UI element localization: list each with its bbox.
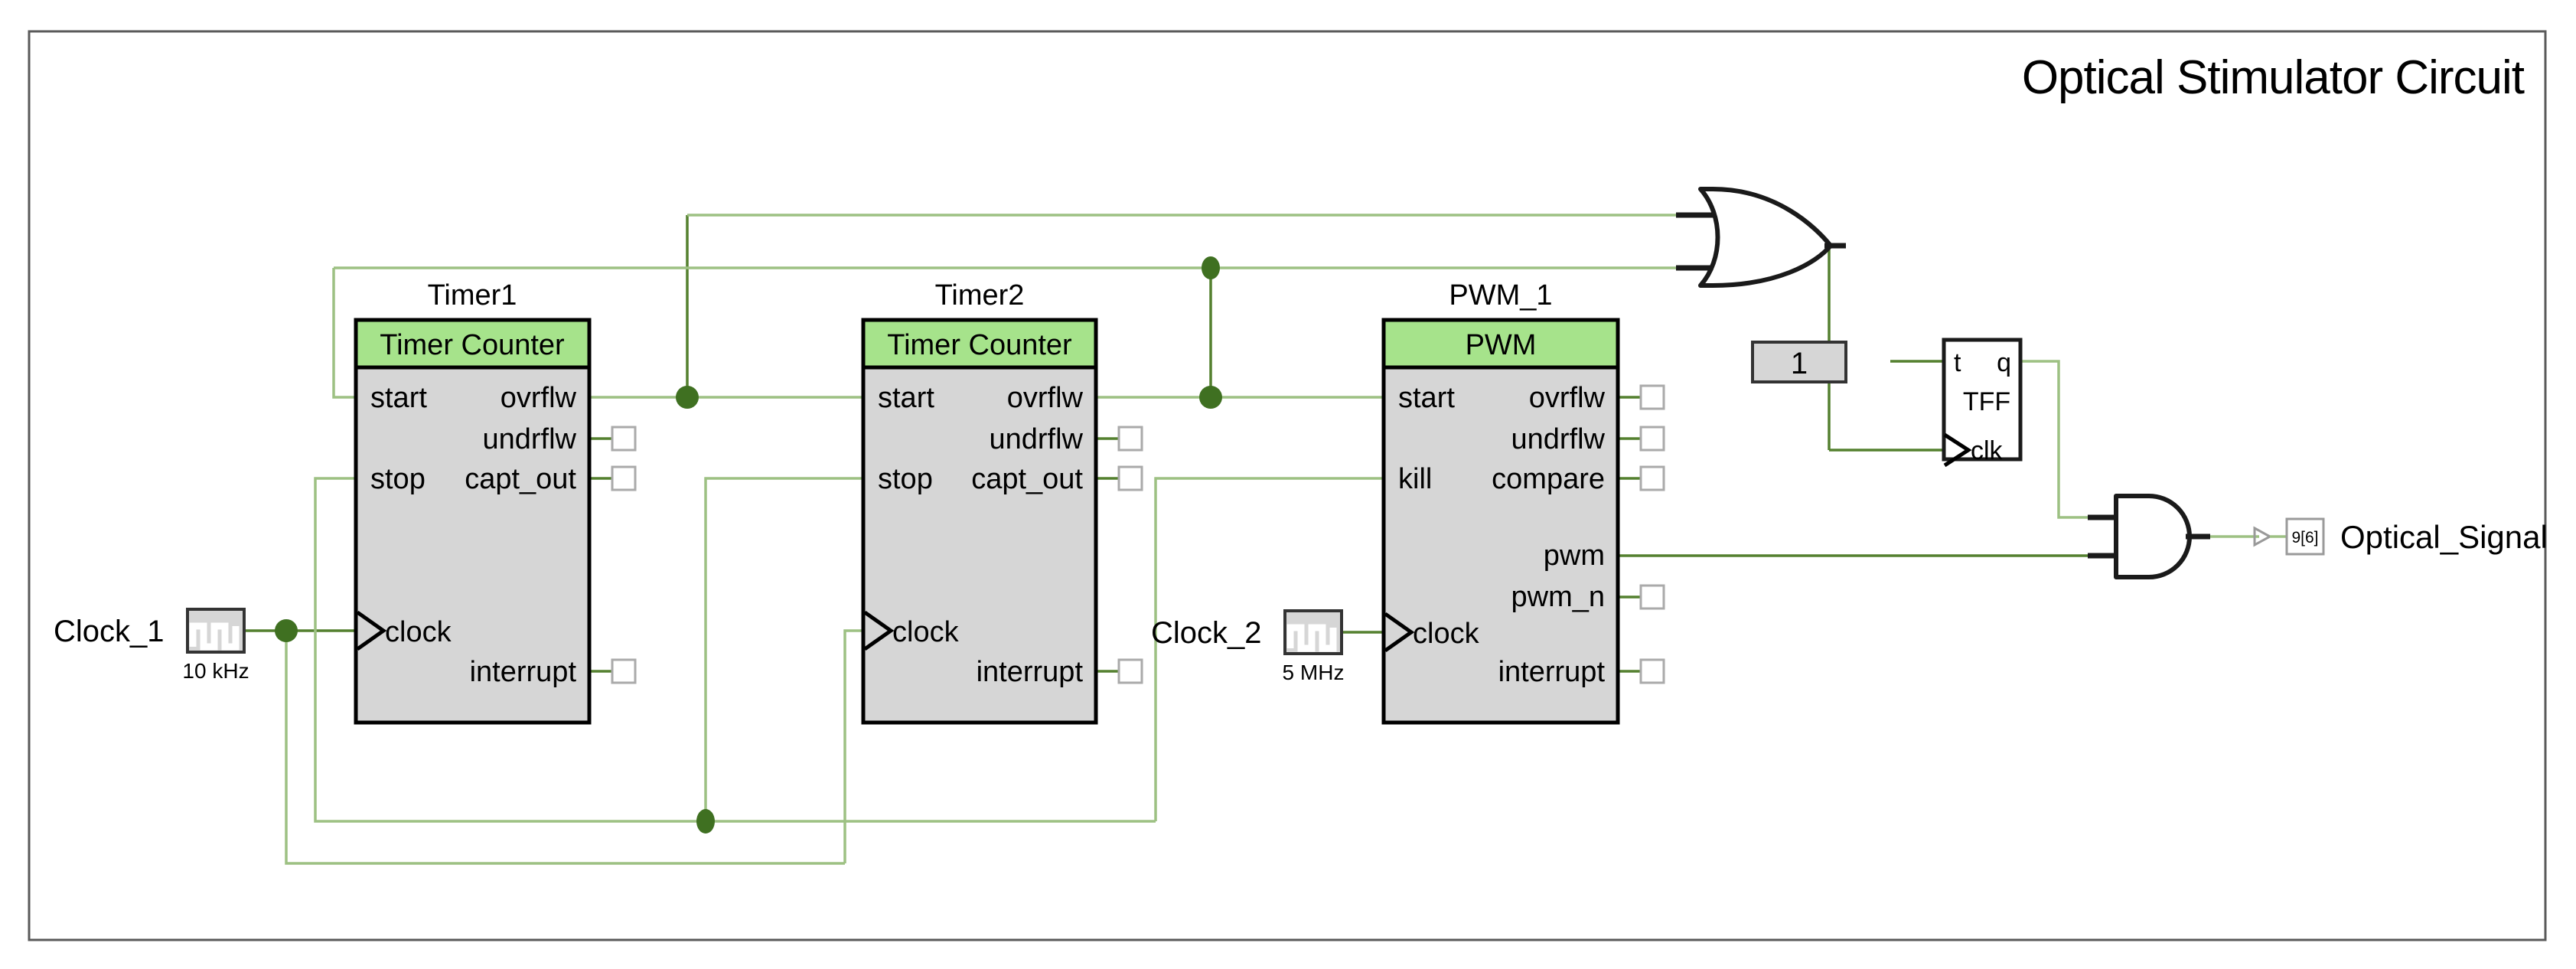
- pin-stub-timer2-undrflw[interactable]: [1117, 426, 1143, 452]
- clock-triangle-icon-timer2: [863, 610, 895, 651]
- block-tff[interactable]: t q TFF clk: [1942, 338, 2023, 468]
- or-gate-body[interactable]: [1698, 187, 1833, 288]
- pin-timer1-undrflw[interactable]: undrflw: [483, 423, 577, 455]
- wire-rail-to-t2stop: [704, 477, 863, 821]
- pin-stub-pwm1-interrupt[interactable]: [1639, 658, 1665, 684]
- clock2-name-label: Clock_2: [1151, 616, 1262, 650]
- pin-timer1-stop[interactable]: stop: [370, 463, 426, 495]
- junction-dot-orbus: [1202, 256, 1220, 279]
- clock-triangle-icon-timer1: [356, 610, 387, 651]
- pin-tff-t[interactable]: t: [1954, 348, 1961, 377]
- pin-timer2-ovrflw[interactable]: ovrflw: [1007, 382, 1084, 414]
- wire-rail-to-pwmkill: [1154, 477, 1384, 821]
- pin-stub-timer2-capt-out[interactable]: [1117, 465, 1143, 491]
- wire-layer: [243, 214, 2259, 865]
- clock-triangle-icon-pwm1: [1384, 612, 1415, 653]
- pin-tff-clk[interactable]: clk: [1971, 436, 2004, 465]
- constant-one-block[interactable]: 1: [1751, 341, 1847, 383]
- wire-clk1-down-bus: [285, 631, 845, 865]
- block-timer1[interactable]: Timer1 Timer Counter start stop clock ov…: [354, 279, 592, 725]
- pin-stub-timer1-undrflw[interactable]: [611, 426, 637, 452]
- output-terminal-optical-signal[interactable]: 9[6] Optical_Signal: [2253, 517, 2548, 556]
- pin-pwm1-pwm[interactable]: pwm: [1544, 540, 1605, 572]
- clock2-waveform-glyph: [1286, 624, 1337, 652]
- pin-pwm1-undrflw[interactable]: undrflw: [1511, 423, 1606, 455]
- pin-tff-q[interactable]: q: [1997, 348, 2011, 377]
- pin-pwm1-interrupt[interactable]: interrupt: [1498, 656, 1606, 688]
- block-pwm1[interactable]: PWM_1 PWM start kill clock ovrflw undrfl…: [1381, 279, 1620, 725]
- wire-tffq-to-and-in1: [2020, 360, 2112, 519]
- clock-triangle-icon-tff: [1943, 432, 1972, 468]
- pin-timer1-start[interactable]: start: [370, 382, 427, 414]
- pin-timer2-start[interactable]: start: [878, 382, 934, 414]
- junction-dot-t1ovrflw: [676, 386, 699, 409]
- clock2-frequency-label: 5 MHz: [1283, 661, 1345, 684]
- block-timer1-instance-label: Timer1: [428, 279, 517, 312]
- clock1-frequency-label: 10 kHz: [182, 659, 249, 683]
- pin-stub-timer1-capt-out[interactable]: [611, 465, 637, 491]
- clock1-name-label: Clock_1: [54, 615, 165, 648]
- pin-stub-pwm1-pwm-n[interactable]: [1639, 584, 1665, 610]
- block-timer2-header-label: Timer Counter: [887, 329, 1072, 361]
- pin-timer1-capt-out[interactable]: capt_out: [465, 463, 576, 495]
- pin-timer2-capt-out[interactable]: capt_out: [971, 463, 1083, 495]
- pin-timer2-clock[interactable]: clock: [892, 616, 960, 648]
- junction-dot-stoprail: [696, 809, 715, 834]
- pin-timer1-ovrflw[interactable]: ovrflw: [501, 382, 577, 414]
- page-title: Optical Stimulator Circuit: [2022, 51, 2525, 104]
- pin-timer2-interrupt[interactable]: interrupt: [977, 656, 1084, 688]
- pin-marker-label: 9[6]: [2291, 529, 2318, 546]
- block-timer2[interactable]: Timer2 Timer Counter start stop clock ov…: [861, 279, 1098, 725]
- pin-pwm1-pwm-n[interactable]: pwm_n: [1511, 581, 1606, 613]
- junction-dot-clk1: [275, 619, 298, 642]
- clock-source-2[interactable]: Clock_2 5 MHz: [1151, 609, 1345, 684]
- block-pwm1-header-label: PWM: [1466, 329, 1537, 361]
- block-pwm1-instance-label: PWM_1: [1449, 279, 1552, 312]
- pin-pwm1-clock[interactable]: clock: [1413, 618, 1480, 650]
- pin-timer1-interrupt[interactable]: interrupt: [470, 656, 577, 688]
- wire-t1stop-rail: [314, 477, 1156, 823]
- wire-bus-to-t2clock: [843, 629, 863, 863]
- pin-pwm1-kill[interactable]: kill: [1398, 463, 1432, 495]
- output-signal-label: Optical_Signal: [2340, 519, 2548, 555]
- or-gate[interactable]: [1676, 187, 1846, 288]
- block-timer2-instance-label: Timer2: [935, 279, 1025, 312]
- tff-type-label: TFF: [1963, 387, 2010, 416]
- and-gate[interactable]: [2088, 494, 2210, 579]
- constant-value-label: 1: [1791, 347, 1808, 380]
- pin-pwm1-ovrflw[interactable]: ovrflw: [1529, 382, 1606, 414]
- clock-source-1[interactable]: Clock_1 10 kHz: [54, 608, 249, 683]
- pin-stub-layer: [589, 384, 1665, 684]
- pin-stub-pwm1-ovrflw[interactable]: [1639, 384, 1665, 410]
- wire-or-bus-to-t1start: [332, 268, 356, 399]
- pin-timer2-stop[interactable]: stop: [878, 463, 933, 495]
- pin-pwm1-compare[interactable]: compare: [1492, 463, 1605, 495]
- pin-stub-pwm1-undrflw[interactable]: [1639, 426, 1665, 452]
- clock1-waveform-glyph: [189, 622, 240, 651]
- pin-marker-box[interactable]: [2285, 517, 2325, 556]
- pin-timer1-clock[interactable]: clock: [385, 616, 452, 648]
- output-arrow-icon: [2253, 526, 2273, 547]
- block-timer1-header-label: Timer Counter: [380, 329, 565, 361]
- and-gate-body[interactable]: [2114, 494, 2192, 579]
- pin-stub-pwm1-compare[interactable]: [1639, 465, 1665, 491]
- pin-timer2-undrflw[interactable]: undrflw: [990, 423, 1084, 455]
- pin-stub-timer1-interrupt[interactable]: [611, 658, 637, 684]
- pin-pwm1-start[interactable]: start: [1398, 382, 1455, 414]
- pin-stub-timer2-interrupt[interactable]: [1117, 658, 1143, 684]
- junction-dot-t2ovrflw: [1199, 386, 1222, 409]
